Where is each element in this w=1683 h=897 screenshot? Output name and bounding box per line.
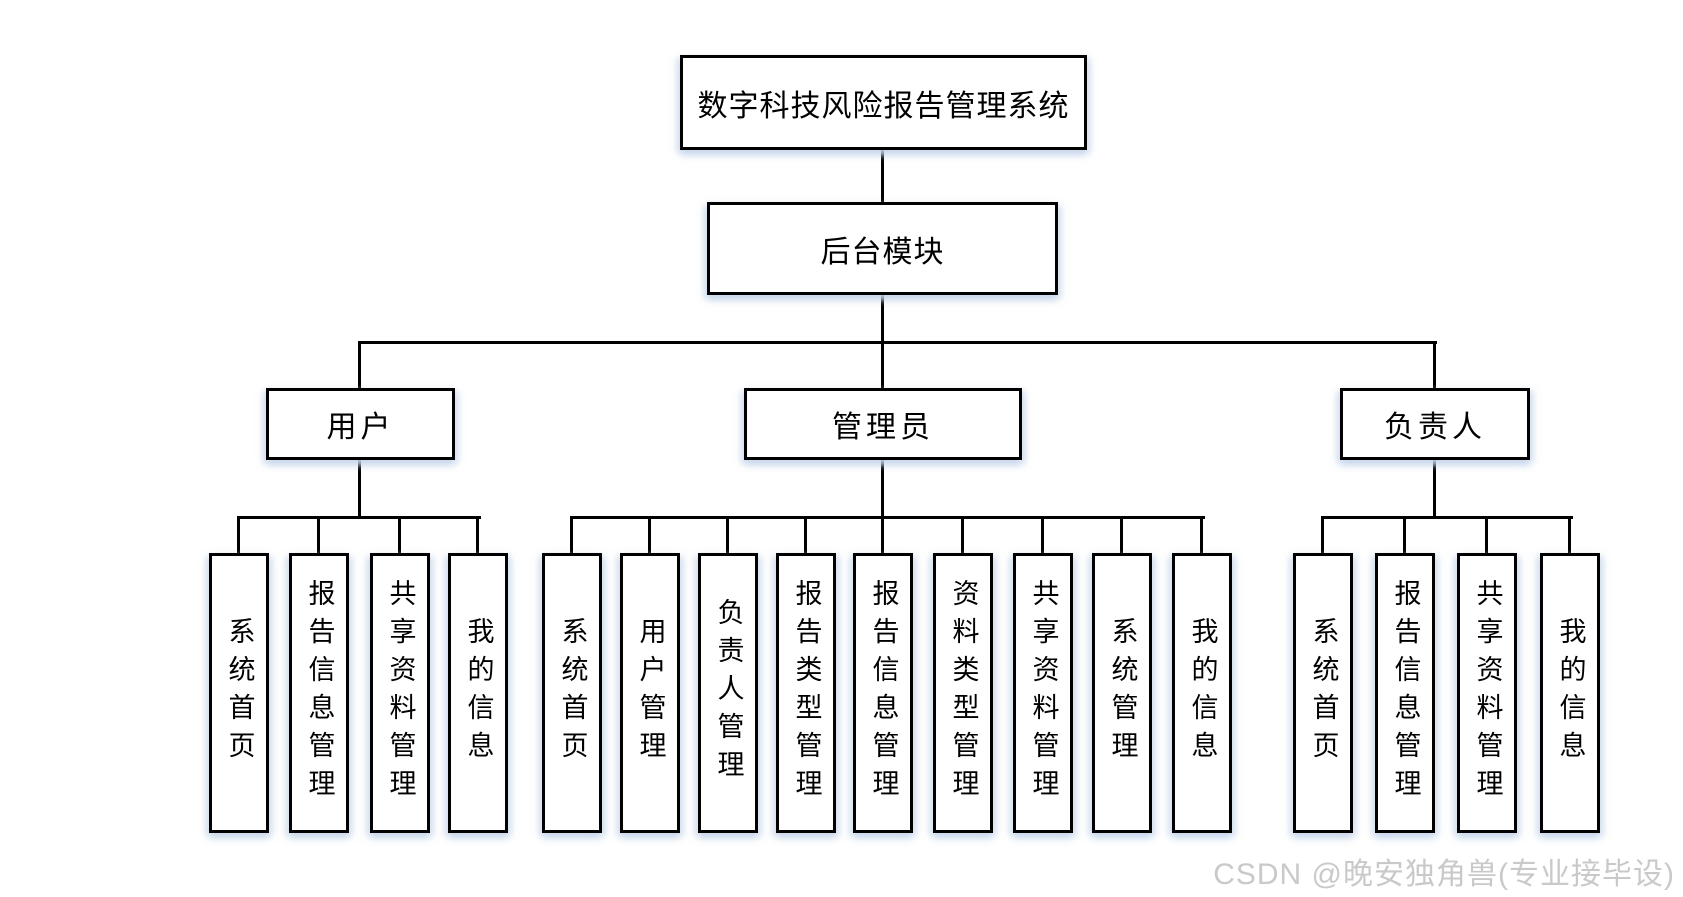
connector-line [648, 516, 651, 555]
leaf-node: 资料类型管理 [933, 553, 993, 833]
connector-line [358, 341, 361, 389]
leaf-label: 用户管理 [635, 617, 666, 769]
node-root-system: 数字科技风险报告管理系统 [680, 55, 1087, 150]
connector-line [398, 516, 401, 555]
leaf-label: 我的信息 [1555, 617, 1586, 769]
csdn-watermark: CSDN @晚安独角兽(专业接毕设) [1213, 858, 1675, 891]
leaf-node: 系统首页 [1293, 553, 1353, 833]
connector-line [881, 516, 884, 555]
leaf-node: 系统管理 [1092, 553, 1152, 833]
node-role-label: 管理员 [832, 411, 934, 444]
connector-line [881, 148, 884, 204]
connector-line [1120, 516, 1123, 555]
connector-line [1321, 516, 1573, 519]
leaf-label: 共享资料管理 [1028, 579, 1059, 807]
leaf-node: 系统首页 [209, 553, 269, 833]
leaf-node: 共享资料管理 [370, 553, 430, 833]
node-root-label: 数字科技风险报告管理系统 [697, 89, 1070, 123]
connector-line [804, 516, 807, 555]
connector-line [570, 516, 573, 555]
connector-line [570, 516, 1205, 519]
connector-line [237, 516, 240, 555]
connector-line [961, 516, 964, 555]
leaf-label: 系统管理 [1107, 617, 1138, 769]
leaf-label: 报告信息管理 [1390, 579, 1421, 807]
node-role-label: 用户 [326, 411, 395, 444]
node-role-admin: 管理员 [744, 388, 1022, 460]
leaf-node: 系统首页 [542, 553, 602, 833]
leaf-label: 系统首页 [1308, 617, 1339, 769]
leaf-node: 共享资料管理 [1013, 553, 1073, 833]
connector-line [881, 458, 884, 518]
node-backend-module: 后台模块 [707, 202, 1058, 295]
leaf-label: 系统首页 [557, 617, 588, 769]
leaf-label: 资料类型管理 [948, 579, 979, 807]
leaf-node: 报告信息管理 [853, 553, 913, 833]
connector-line [317, 516, 320, 555]
connector-line [1433, 458, 1436, 518]
node-role-user: 用户 [266, 388, 455, 460]
leaf-label: 报告信息管理 [304, 579, 335, 807]
leaf-node: 用户管理 [620, 553, 680, 833]
leaf-node: 我的信息 [448, 553, 508, 833]
leaf-label: 系统首页 [224, 617, 255, 769]
leaf-node: 报告信息管理 [1375, 553, 1435, 833]
leaf-label: 我的信息 [463, 617, 494, 769]
connector-line [1041, 516, 1044, 555]
node-role-label: 负责人 [1384, 411, 1486, 444]
leaf-label: 共享资料管理 [1472, 579, 1503, 807]
connector-line [1433, 341, 1436, 389]
leaf-node: 我的信息 [1172, 553, 1232, 833]
node-backend-label: 后台模块 [820, 235, 945, 269]
connector-line [1568, 516, 1571, 555]
leaf-label: 共享资料管理 [385, 579, 416, 807]
leaf-label: 报告信息管理 [868, 579, 899, 807]
connector-line [1403, 516, 1406, 555]
connector-line [726, 516, 729, 555]
connector-line [1200, 516, 1203, 555]
leaf-node: 我的信息 [1540, 553, 1600, 833]
connector-line [1485, 516, 1488, 555]
leaf-node: 报告信息管理 [289, 553, 349, 833]
leaf-node: 负责人管理 [698, 553, 758, 833]
node-role-leader: 负责人 [1340, 388, 1530, 460]
connector-line [476, 516, 479, 555]
leaf-label: 我的信息 [1187, 617, 1218, 769]
connector-line [237, 516, 481, 519]
connector-line [358, 458, 361, 518]
leaf-label: 负责人管理 [713, 598, 744, 788]
connector-line [358, 341, 1437, 344]
leaf-label: 报告类型管理 [791, 579, 822, 807]
leaf-node: 共享资料管理 [1457, 553, 1517, 833]
connector-line [1321, 516, 1324, 555]
leaf-node: 报告类型管理 [776, 553, 836, 833]
